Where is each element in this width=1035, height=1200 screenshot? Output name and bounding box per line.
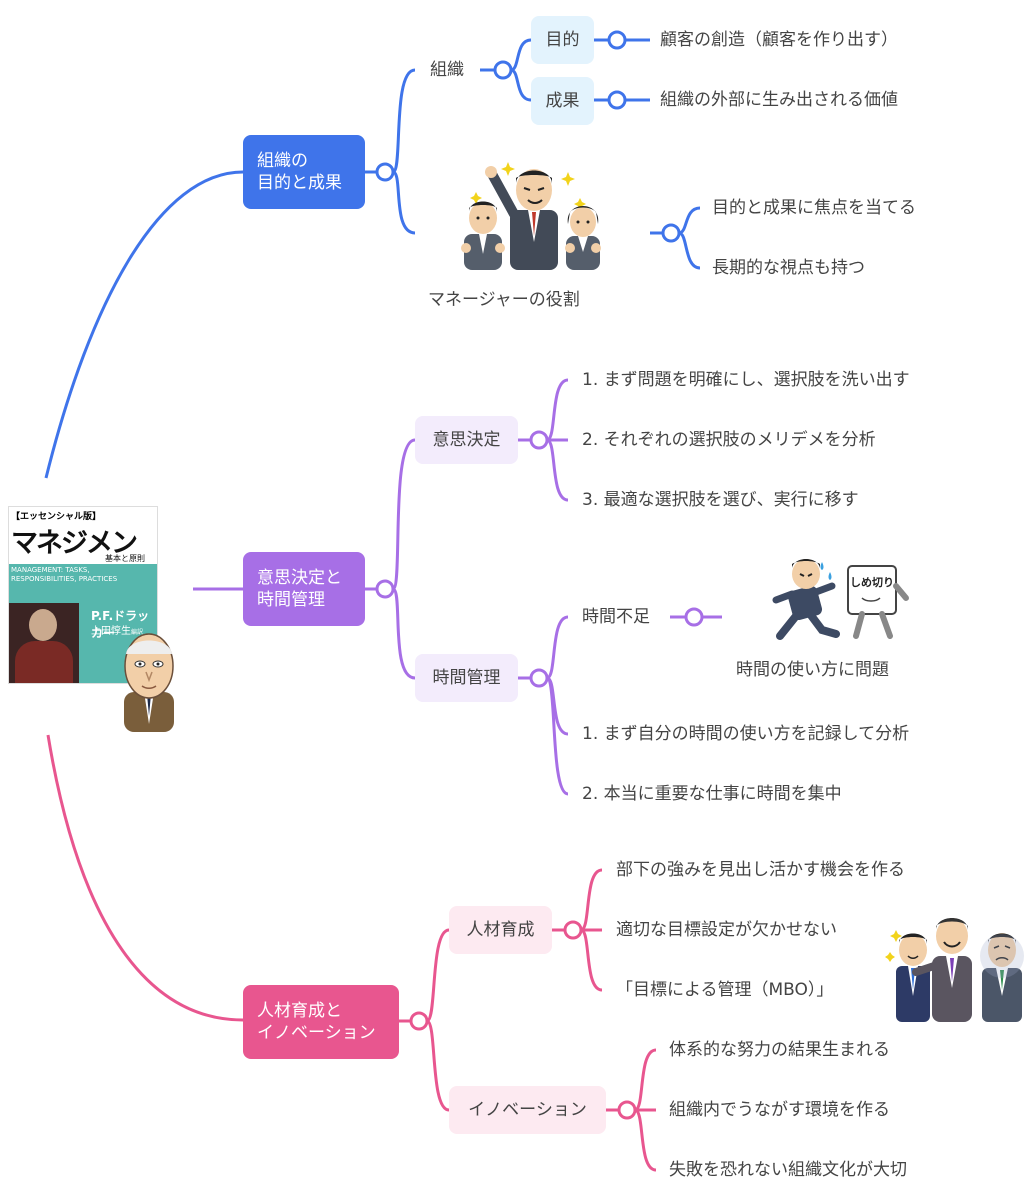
root-to-org-link [44, 170, 244, 479]
running-deadline-icon: しめ切り [772, 559, 909, 640]
book-subtitle: 基本と原則 [105, 554, 145, 563]
time-management-subtopic[interactable]: 時間管理 [415, 654, 518, 702]
result-node[interactable]: 成果 [531, 77, 594, 125]
drucker-photo [9, 603, 79, 683]
drucker-portrait-icon [124, 633, 174, 732]
root-to-people-link [46, 734, 244, 1022]
manager-role-label[interactable]: マネージャーの役割 [428, 290, 580, 310]
decision-step-1[interactable]: 1. まず問題を明確にし、選択肢を洗い出す [582, 370, 910, 390]
decision-step-2[interactable]: 2. それぞれの選択肢のメリデメを分析 [582, 430, 876, 450]
innovation-point-3[interactable]: 失敗を恐れない組織文化が大切 [669, 1160, 907, 1180]
decision-subtopic[interactable]: 意思決定 [415, 416, 518, 464]
branch-decision-node[interactable]: 意思決定と 時間管理 [243, 552, 365, 626]
book-translator-suffix: 編訳 [131, 629, 144, 636]
book-author: P.F.ドラッカー [91, 609, 150, 640]
branch-people-node[interactable]: 人材育成と イノベーション [243, 985, 399, 1059]
branch-org-node[interactable]: 組織の 目的と成果 [243, 135, 365, 209]
manager-team-icon [461, 162, 601, 270]
book-english-title: MANAGEMENT: TASKS, RESPONSIBILITIES, PRA… [11, 566, 118, 583]
purpose-node[interactable]: 目的 [531, 16, 594, 64]
org-subtopic[interactable]: 組織 [430, 60, 464, 80]
time-usage-problem[interactable]: 時間の使い方に問題 [736, 660, 889, 680]
purpose-detail[interactable]: 顧客の創造（顧客を作り出す） [660, 30, 898, 50]
book-cover-image: 【エッセンシャル版】 マネジメント 基本と原則 MANAGEMENT: TASK… [8, 506, 158, 684]
hr-point-2[interactable]: 適切な目標設定が欠かせない [616, 920, 837, 940]
time-step-2[interactable]: 2. 本当に重要な仕事に時間を集中 [582, 784, 842, 804]
hr-point-3[interactable]: 「目標による管理（MBO）」 [616, 980, 834, 1000]
book-series-label: 【エッセンシャル版】 [11, 512, 102, 522]
manager-point-focus[interactable]: 目的と成果に焦点を当てる [712, 198, 916, 218]
org-node-circle [375, 162, 395, 182]
result-detail[interactable]: 組織の外部に生み出される価値 [660, 90, 898, 110]
coaching-team-icon [885, 918, 1024, 1022]
hr-subtopic[interactable]: 人材育成 [449, 906, 552, 954]
time-step-1[interactable]: 1. まず自分の時間の使い方を記録して分析 [582, 724, 910, 744]
deadline-sign-text: しめ切り [850, 576, 894, 589]
book-translator: 上田惇生 [91, 626, 131, 637]
manager-point-long-term[interactable]: 長期的な視点も持つ [712, 258, 865, 278]
decision-step-3[interactable]: 3. 最適な選択肢を選び、実行に移す [582, 490, 859, 510]
innovation-point-2[interactable]: 組織内でうながす環境を作る [669, 1100, 890, 1120]
innovation-subtopic[interactable]: イノベーション [449, 1086, 606, 1134]
hr-point-1[interactable]: 部下の強みを見出し活かす機会を作る [616, 860, 905, 880]
time-shortage-label[interactable]: 時間不足 [582, 607, 650, 627]
innovation-point-1[interactable]: 体系的な努力の結果生まれる [669, 1040, 890, 1060]
